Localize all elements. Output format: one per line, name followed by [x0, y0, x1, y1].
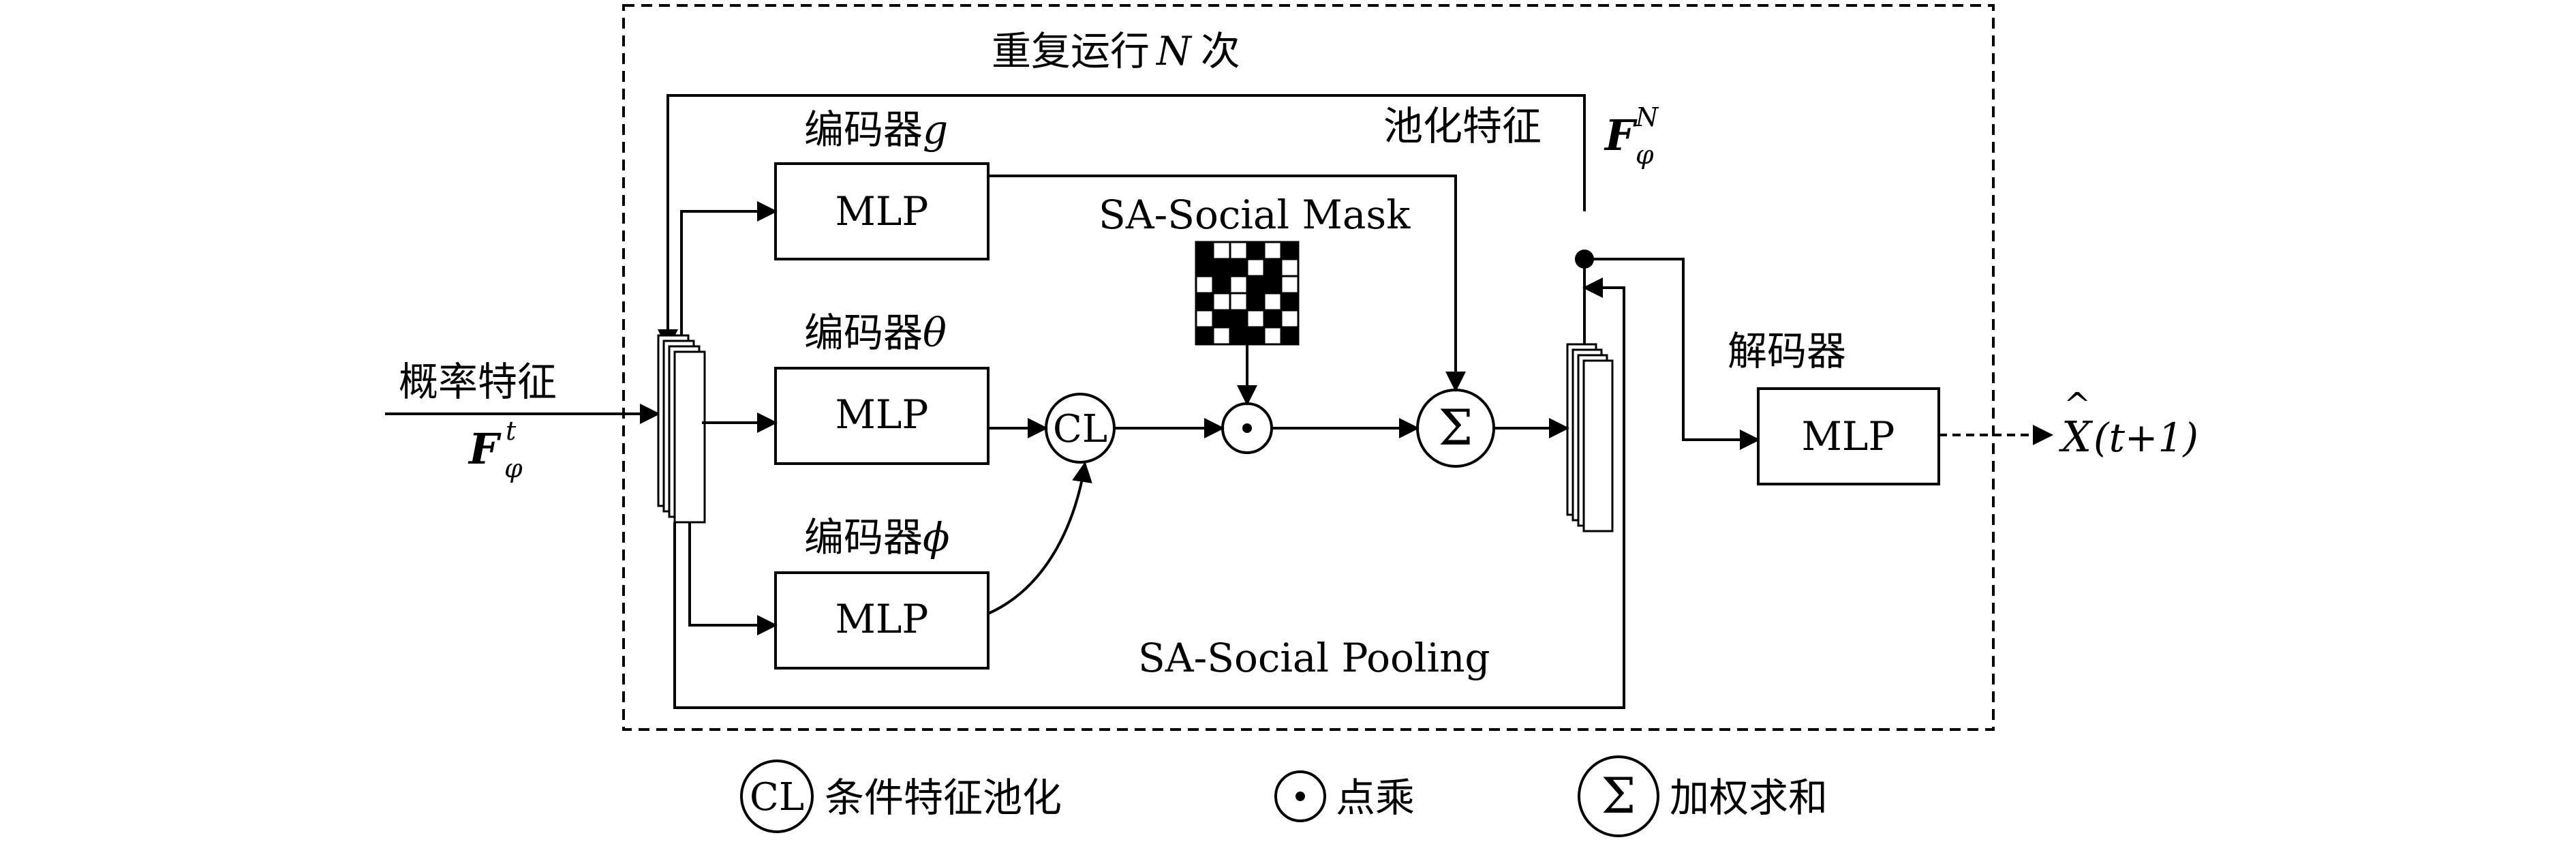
mask-cell: [1263, 258, 1283, 277]
mask-cell: [1280, 258, 1300, 277]
svg-text:(t+1): (t+1): [2094, 415, 2198, 461]
svg-text:φ: φ: [504, 453, 523, 483]
svg-text:N: N: [1635, 102, 1659, 132]
arrow-to-encoder-g: [680, 201, 778, 335]
input-symbol: F φ t: [467, 416, 523, 483]
legend-item-sum: Σ 加权求和: [1578, 755, 1828, 837]
svg-text:加权求和: 加权求和: [1670, 775, 1828, 821]
mask-cell: [1263, 241, 1283, 260]
mask-cell: [1263, 275, 1283, 295]
mask-cell: [1195, 309, 1214, 329]
mask-cell: [1212, 241, 1231, 260]
encoder-phi-mlp-label: MLP: [835, 596, 929, 642]
mask-cell: [1229, 275, 1248, 295]
encoder-g-label: 编码器g: [804, 106, 948, 153]
svg-text:t: t: [506, 416, 517, 446]
input-feature-stack: [657, 334, 706, 524]
mask-cell: [1246, 241, 1266, 260]
mask-cell: [1195, 326, 1214, 346]
mask-cell: [1280, 292, 1300, 312]
svg-text:^: ^: [2064, 386, 2091, 424]
mask-cell: [1195, 275, 1214, 295]
encoder-phi-label: 编码器ϕ: [804, 514, 950, 560]
svg-text:CL: CL: [750, 775, 804, 820]
arrow-g-to-sum: [988, 175, 1466, 392]
output-symbol: X ^ (t+1): [2059, 386, 2198, 462]
mask-cell: [1229, 326, 1248, 346]
encoder-theta-mlp-label: MLP: [835, 391, 929, 438]
pooling-label: SA-Social Pooling: [1138, 635, 1490, 681]
cl-node-label: CL: [1053, 407, 1107, 451]
mask-cell: [1229, 241, 1248, 260]
mask-cell: [1246, 258, 1266, 277]
legend-item-dot: 点乘: [1274, 770, 1415, 822]
mask-cell: [1212, 258, 1231, 277]
input-label: 概率特征: [399, 359, 557, 405]
pool-feature-symbol: F φ N: [1604, 102, 1659, 170]
repeat-loop-line: [658, 94, 1586, 350]
decoder-mlp-label: MLP: [1802, 413, 1895, 460]
encoder-phi-mlp-box: [774, 571, 990, 670]
sum-node-label: Σ: [1439, 399, 1473, 456]
mask-grid: [1195, 241, 1300, 346]
mask-title: SA-Social Mask: [1099, 192, 1411, 238]
mask-cell: [1195, 292, 1214, 312]
pool-feature-label: 池化特征: [1383, 103, 1542, 149]
mask-cell: [1195, 258, 1214, 277]
mask-cell: [1263, 292, 1283, 312]
mask-cell: [1229, 309, 1248, 329]
decoder-mlp-box: [1757, 387, 1940, 485]
arrow-to-encoder-phi: [688, 522, 778, 635]
mask-cell: [1246, 309, 1266, 329]
pooled-feature-stack: [1566, 343, 1614, 532]
legend-item-cl: CL 条件特征池化: [740, 760, 1062, 833]
encoder-theta-mlp-box: [774, 367, 990, 465]
encoder-g-mlp-label: MLP: [835, 188, 929, 235]
mask-cell: [1280, 275, 1300, 295]
mask-cell: [1195, 241, 1214, 260]
mask-cell: [1212, 292, 1231, 312]
svg-text:条件特征池化: 条件特征池化: [825, 775, 1062, 821]
legend: CL 条件特征池化 点乘 Σ 加权求和: [740, 755, 1828, 837]
pooling-feedback-loop: [673, 277, 1625, 709]
mask-cell: [1263, 309, 1283, 329]
mask-cell: [1246, 326, 1266, 346]
svg-text:Σ: Σ: [1601, 767, 1636, 824]
svg-text:F: F: [467, 424, 502, 474]
encoder-theta-label: 编码器θ: [804, 310, 947, 356]
mask-cell: [1280, 326, 1300, 346]
mask-cell: [1280, 241, 1300, 260]
arrow-phi-to-cl: [987, 462, 1092, 615]
mask-cell: [1263, 326, 1283, 346]
mask-cell: [1246, 275, 1266, 295]
mask-cell: [1212, 326, 1231, 346]
svg-text:φ: φ: [1636, 140, 1654, 170]
decoder-label: 解码器: [1728, 328, 1846, 374]
svg-text:F: F: [1604, 110, 1638, 160]
mask-cell: [1229, 258, 1248, 277]
mask-cell: [1229, 292, 1248, 312]
mask-cell: [1212, 309, 1231, 329]
dot-product-node-center: [1242, 423, 1252, 433]
svg-text:点乘: 点乘: [1336, 775, 1415, 821]
mask-cell: [1280, 309, 1300, 329]
mask-cell: [1246, 292, 1266, 312]
arrow-junction-to-decoder: [1584, 258, 1760, 450]
mask-cell: [1212, 275, 1231, 295]
svg-text:X: X: [2059, 412, 2094, 462]
